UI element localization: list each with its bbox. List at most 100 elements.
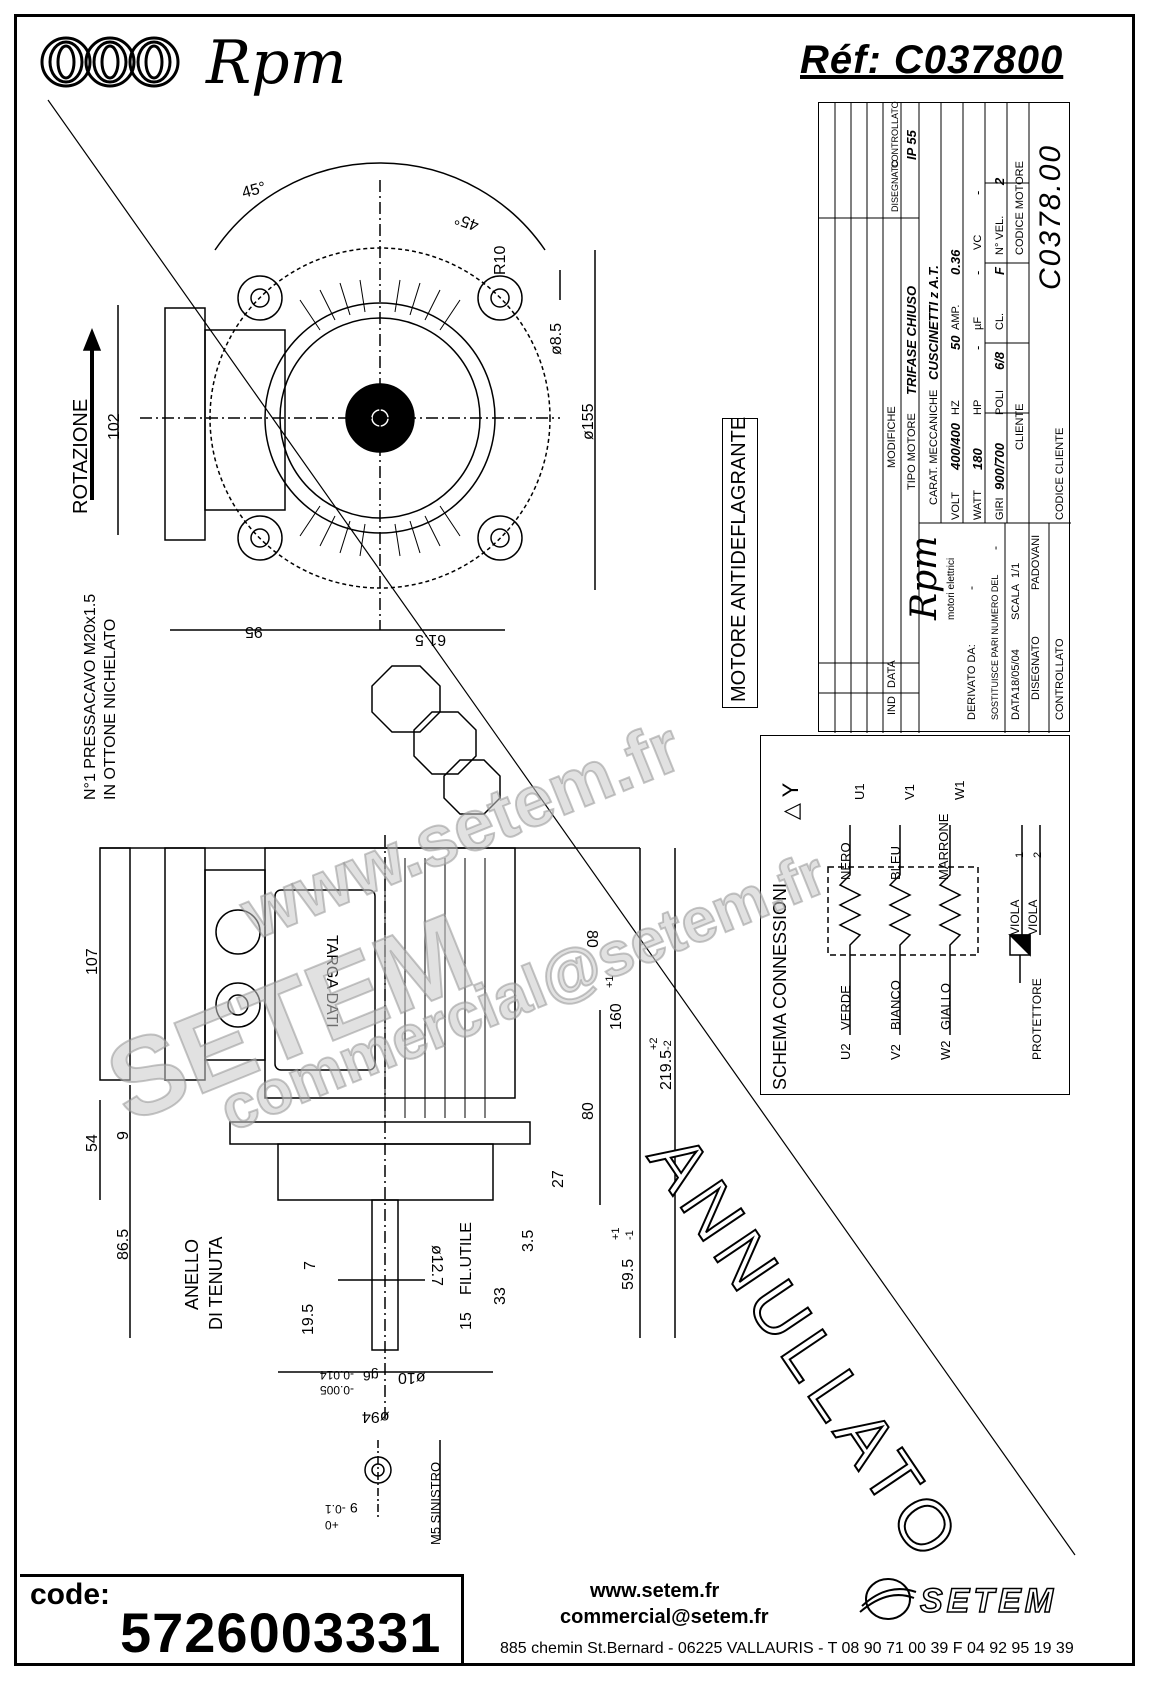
- nameplate-label: TARGA DATI: [323, 935, 340, 1028]
- tb-poli-value: 6/8: [992, 351, 1007, 370]
- tb-nvel-value: 2: [992, 177, 1007, 185]
- wiring-box: [760, 735, 1070, 1095]
- dim-d10-tol-dn: -0.014: [320, 1368, 355, 1382]
- tb-codice-motore-label: CODICE MOTORE: [1014, 161, 1026, 255]
- tb-codice-cliente-label: CODICE CLIENTE: [1054, 427, 1066, 520]
- tb-ind: IND: [886, 696, 898, 715]
- explosion-proof-box: [722, 418, 758, 708]
- wiring-title: SCHEMA CONNESSIONI: [770, 882, 790, 1090]
- dim-59-5-tol-up: +1: [610, 1227, 622, 1240]
- dim-219-5: 219.5: [658, 1049, 675, 1090]
- tb-protection: IP 55: [904, 130, 919, 160]
- rpm-coil-logo: [40, 36, 180, 88]
- tb-scala-value: 1/1: [1010, 562, 1022, 578]
- tb-cl-value: F: [992, 267, 1007, 275]
- dim-d8-5: ø8.5: [548, 322, 565, 355]
- viola-2-label: VIOLA: [1026, 899, 1040, 935]
- wire-w1-color: MARRONE: [936, 813, 951, 880]
- code-value: 5726003331: [120, 1601, 442, 1664]
- tb-giri-label: GIRI: [994, 497, 1006, 520]
- dim-7: 7: [302, 1261, 319, 1270]
- protector-term-2: 2: [1032, 851, 1044, 858]
- dim-d10-tol-up: -0.005: [320, 1383, 355, 1397]
- dim-59-5: 59.5: [620, 1258, 637, 1290]
- tb-tipo-motore-label: TIPO MOTORE: [906, 413, 918, 490]
- code-box: [20, 1574, 464, 1666]
- tb-poli-label: POLI: [994, 389, 1006, 415]
- brand-name: Rpm: [206, 28, 347, 98]
- tb-nvel-label: N° VEL.: [994, 215, 1006, 255]
- tb-amp-label: AMP.: [950, 304, 962, 330]
- tb-modifiche: MODIFICHE: [886, 406, 898, 468]
- dim-w9-tol-up: +0: [325, 1518, 339, 1532]
- wire-u2-term: U2: [838, 1043, 853, 1060]
- dim-d10-fit: g6: [363, 1368, 379, 1384]
- tb-hz-label: HZ: [950, 400, 962, 415]
- useful-thread-label: FIL.UTILE: [458, 1222, 475, 1295]
- tb-hp-value: -: [970, 345, 985, 350]
- tb-uf-value: -: [970, 270, 985, 275]
- tb-tipo-motore-value: TRIFASE CHIUSO: [904, 285, 919, 395]
- tb-derivato-value: -: [964, 586, 978, 590]
- dim-95: 95: [245, 623, 263, 640]
- tb-carat-label: CARAT. MECCANICHE: [928, 389, 940, 505]
- cable-gland-line2: IN OTTONE NICHELATO: [102, 618, 119, 800]
- tb-sostituisce-value: -: [988, 546, 1002, 550]
- left-thread-label: M5 SINISTRO: [428, 1461, 443, 1545]
- dim-d12-7: ø12.7: [428, 1245, 445, 1286]
- dim-54: 54: [84, 1134, 101, 1152]
- wiring-symbol: △ Y: [778, 782, 803, 820]
- dim-3-5: 3.5: [520, 1229, 537, 1252]
- tb-derivato-label: DERIVATO DA:: [966, 644, 978, 720]
- dim-219-5-tol-up: +2: [648, 1037, 660, 1050]
- dim-160-tol: +1: [604, 975, 616, 988]
- setem-logo: SETEM: [919, 1581, 1058, 1621]
- wire-w2-term: W2: [938, 1040, 953, 1061]
- wire-w2-color: GIALLO: [938, 983, 953, 1030]
- tb-watt-label: WATT: [972, 490, 984, 520]
- reference-number: Réf: C037800: [800, 38, 1064, 82]
- wire-v2-color: BIANCO: [888, 980, 903, 1030]
- tb-vc-value: -: [970, 190, 985, 195]
- tb-controllato-label: CONTROLLATO: [1054, 638, 1066, 721]
- dim-86-5: 86.5: [115, 1228, 132, 1260]
- footer-website[interactable]: www.setem.fr: [590, 1580, 720, 1602]
- dim-9: 9: [115, 1131, 132, 1140]
- drawing-frame: [14, 14, 1135, 1666]
- dim-107: 107: [84, 948, 101, 975]
- wire-v2-term: V2: [888, 1044, 903, 1060]
- footer-address: 885 chemin St.Bernard - 06225 VALLAURIS …: [500, 1640, 1074, 1657]
- tb-scala-label: SCALA: [1010, 583, 1022, 620]
- wiring-diagram: [827, 825, 1041, 1035]
- footer-email[interactable]: commercial@setem.fr: [560, 1606, 769, 1628]
- tb-hz-value: 50: [948, 335, 963, 350]
- tb-logo-sub: motori elettrici: [946, 557, 957, 620]
- dim-33: 33: [492, 1287, 509, 1305]
- title-block: [818, 102, 1071, 733]
- tb-data: DATA: [886, 660, 898, 688]
- setem-globe-icon: [859, 1578, 917, 1620]
- dim-d94: ø94: [362, 1408, 390, 1425]
- wire-v1-color: BLEU: [888, 846, 903, 880]
- tb-carat-value: CUSCINETTI z A.T.: [926, 265, 941, 380]
- explosion-proof-label: MOTORE ANTIDEFLAGRANTE: [728, 416, 750, 702]
- seal-line2: DI TENUTA: [206, 1236, 226, 1330]
- tb-amp-value: 0.36: [948, 249, 963, 275]
- dim-80-top: 80: [583, 930, 600, 948]
- wire-u2-color: VERDE: [838, 985, 853, 1030]
- tb-giri-value: 900/700: [992, 443, 1007, 490]
- tb-disegnato-label: DISEGNATO: [1030, 636, 1042, 700]
- dim-d155: ø155: [580, 403, 597, 440]
- wire-w1-term: W1: [952, 780, 967, 801]
- tb-sostituisce-label: SOSTITUISCE PARI NUMERO DEL: [990, 574, 1000, 720]
- tb-uf-label: µF: [972, 316, 984, 330]
- dim-19-5: 19.5: [300, 1303, 317, 1335]
- seal-line1: ANELLO: [182, 1238, 202, 1310]
- tb-hp-label: HP: [972, 399, 984, 415]
- tb-codice-motore-value: C0378.00: [1034, 143, 1067, 290]
- code-label: code:: [30, 1578, 111, 1611]
- tb-data-label: DATA: [1010, 692, 1022, 720]
- wire-u1-color: NERO: [838, 842, 853, 880]
- dim-219-5-tol-dn: -2: [662, 1040, 674, 1050]
